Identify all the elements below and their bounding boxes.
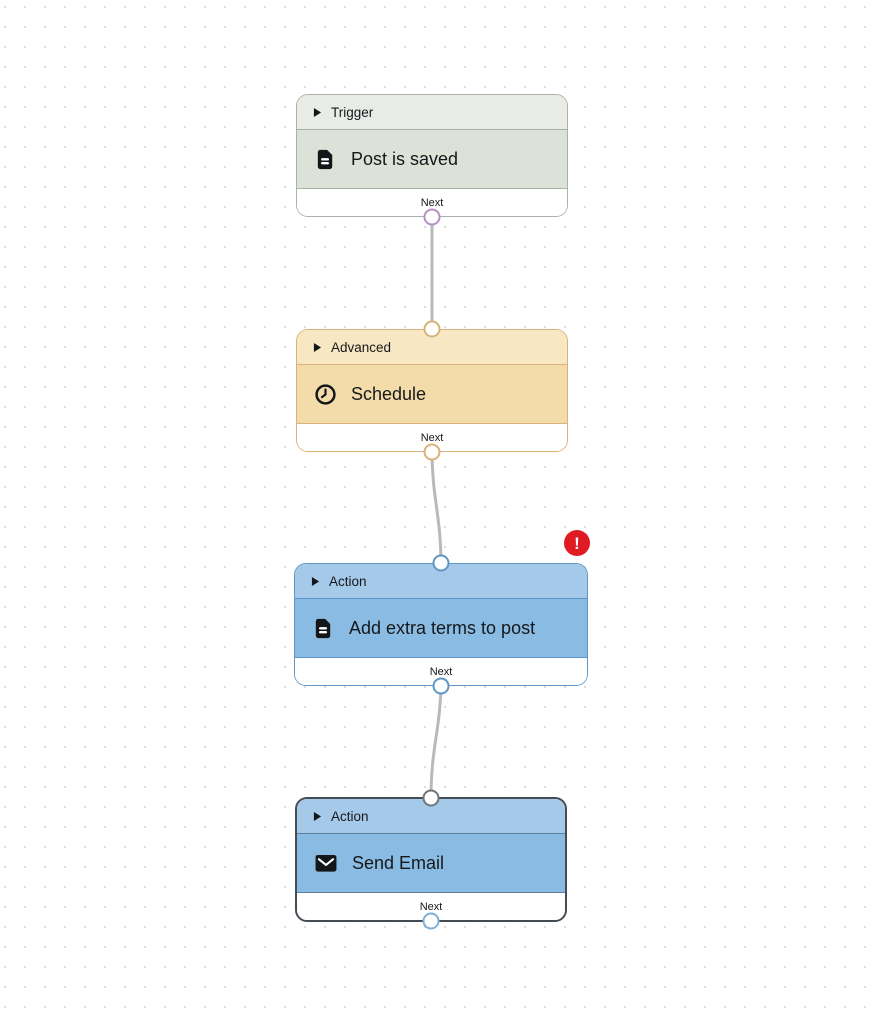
node-header[interactable]: Trigger [297,95,567,130]
clock-icon [314,383,337,406]
next-label: Next [420,196,444,209]
output-port[interactable] [422,912,440,930]
connector-line [430,449,443,565]
node-title-row[interactable]: Schedule [297,365,567,424]
input-port[interactable] [423,320,441,338]
output-port[interactable] [432,677,450,695]
node-category-label: Advanced [331,339,392,355]
connector-line [429,679,443,799]
node-category-label: Action [329,573,367,589]
node-schedule[interactable]: Advanced Schedule Next [296,320,568,461]
document-icon [312,617,335,640]
node-category-label: Trigger [331,104,374,120]
caret-right-icon[interactable] [313,342,322,353]
node-send-email[interactable]: Action Send Email Next [295,789,567,930]
next-label: Next [429,665,453,678]
document-icon [314,148,337,171]
input-port[interactable] [432,554,450,572]
node-trigger[interactable]: Trigger Post is saved Next [296,94,568,226]
output-port[interactable] [423,443,441,461]
output-port[interactable] [423,208,441,226]
error-badge[interactable]: ! [564,530,590,556]
caret-right-icon[interactable] [313,107,322,118]
node-title-row[interactable]: Post is saved [297,130,567,189]
node-title-row[interactable]: Add extra terms to post [295,599,587,658]
node-title: Schedule [351,383,427,404]
node-add-extra-terms[interactable]: ! Action Add extra terms to post Next [294,530,590,695]
input-port[interactable] [422,789,440,807]
node-title: Send Email [352,852,445,873]
node-title: Post is saved [351,148,459,169]
node-title-row[interactable]: Send Email [297,834,565,893]
node-title: Add extra terms to post [349,617,536,638]
node-category-label: Action [331,808,369,824]
caret-right-icon[interactable] [313,811,322,822]
next-label: Next [419,900,443,913]
caret-right-icon[interactable] [311,576,320,587]
next-label: Next [420,431,444,444]
exclamation-icon: ! [574,533,580,553]
envelope-icon [314,854,338,873]
